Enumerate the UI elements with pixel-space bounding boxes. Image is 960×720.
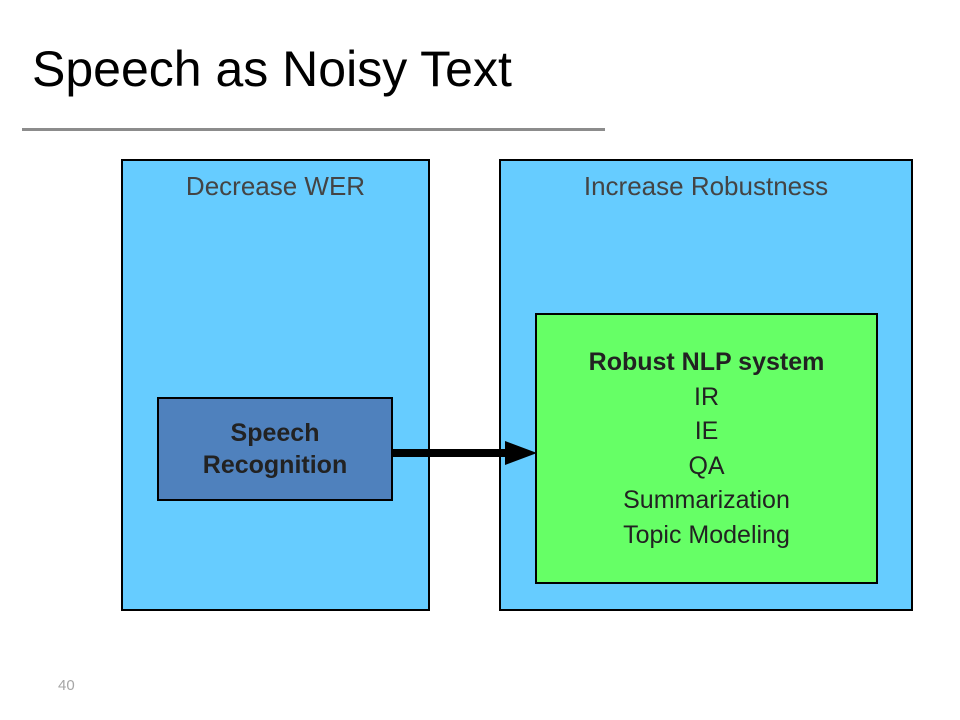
decrease-wer-panel: Decrease WER (121, 159, 430, 611)
speech-recognition-line1: Speech (230, 418, 320, 447)
page-number: 40 (58, 677, 75, 694)
nlp-task-summarization: Summarization (623, 486, 790, 514)
robust-nlp-system-box: Robust NLP system IR IE QA Summarization… (535, 313, 878, 584)
decrease-wer-label: Decrease WER (185, 171, 366, 201)
speech-recognition-box: Speech Recognition (157, 397, 393, 501)
nlp-task-topic-modeling: Topic Modeling (623, 520, 790, 549)
title-underline (22, 128, 605, 131)
nlp-task-qa: QA (688, 451, 725, 480)
pipeline-arrow (393, 441, 537, 465)
increase-robustness-label: Increase Robustness (583, 171, 829, 201)
arrow-head (505, 441, 537, 465)
speech-recognition-line2: Recognition (202, 451, 348, 479)
slide-title: Speech as Noisy Text (32, 41, 512, 97)
nlp-task-ie: IE (694, 417, 719, 445)
robust-nlp-system-title: Robust NLP system (588, 348, 825, 376)
nlp-task-ir: IR (694, 382, 719, 411)
